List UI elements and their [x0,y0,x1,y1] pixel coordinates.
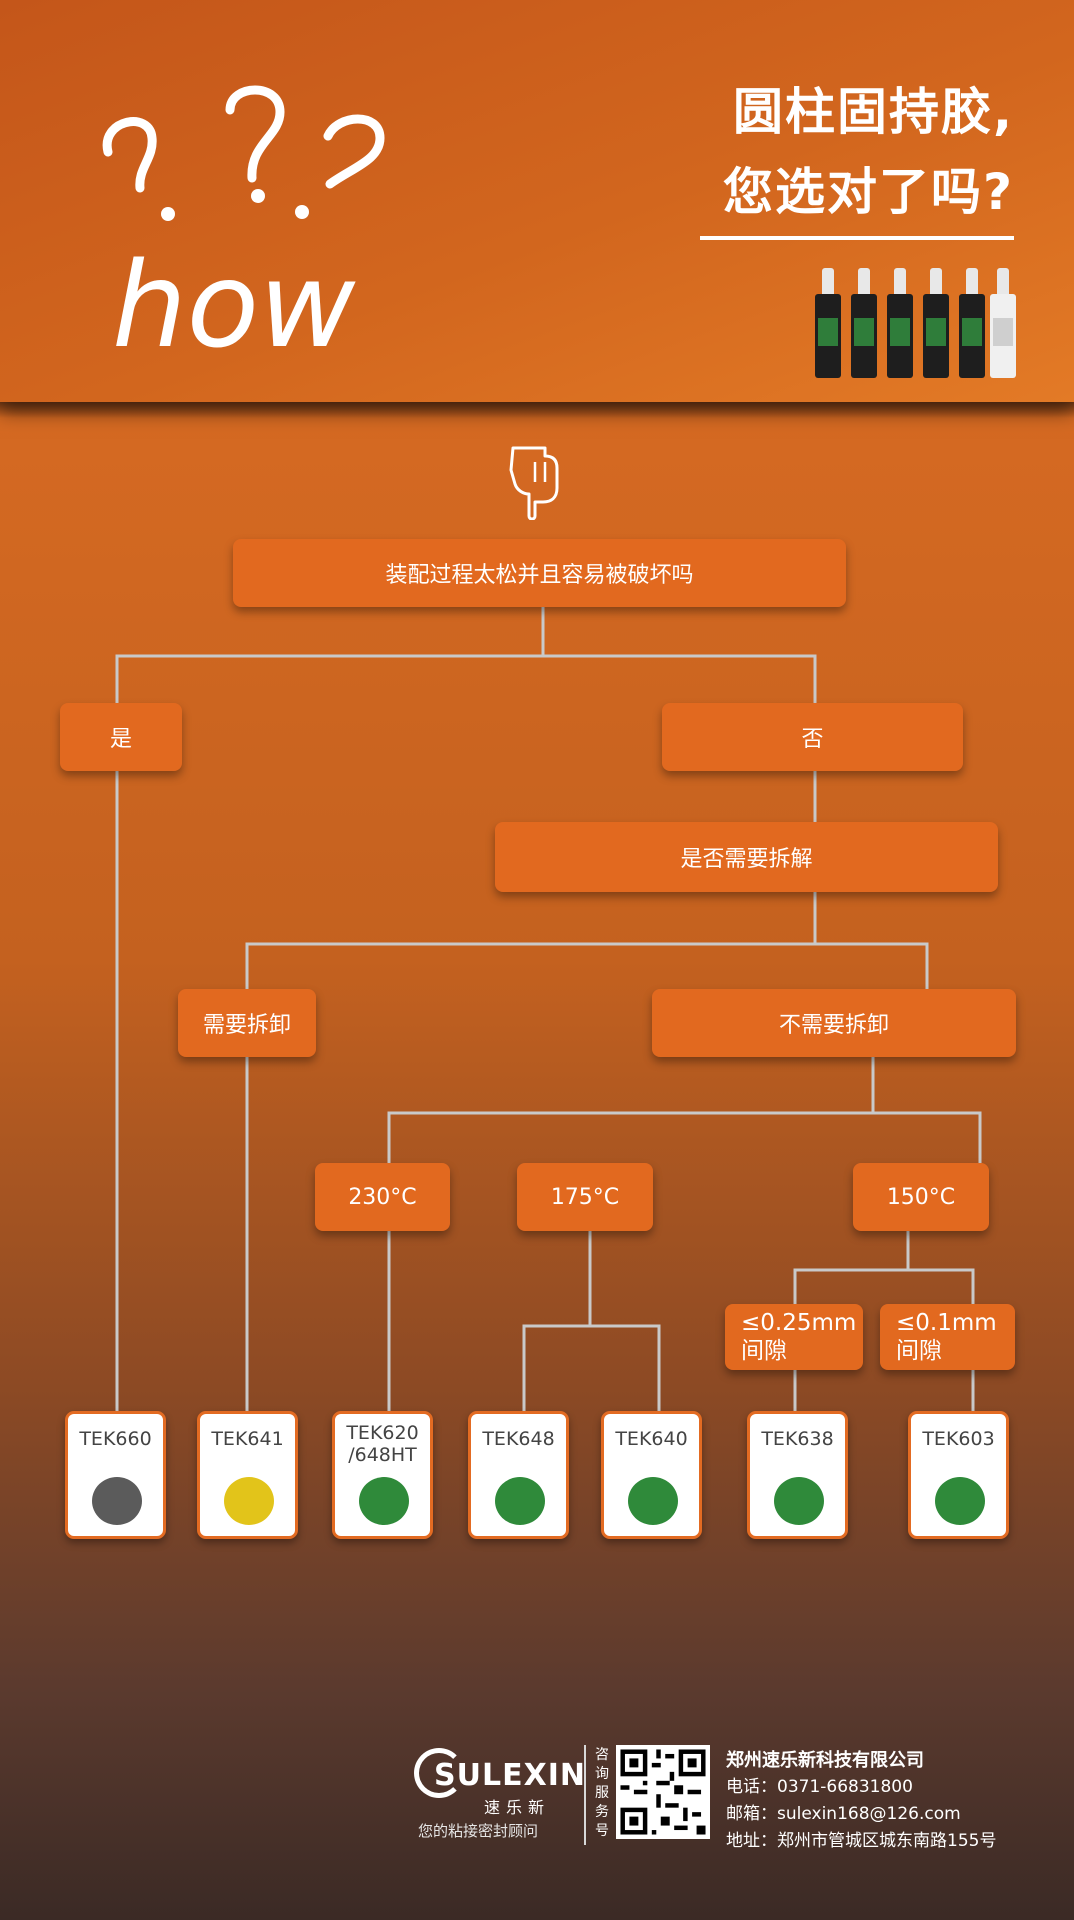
product-card-tek638: TEK638 [747,1411,848,1539]
question-doodle-icon: how [102,85,385,360]
sulexin-logo: SULEXIN 速乐新 [414,1748,586,1817]
color-swatch [359,1477,409,1525]
product-name-line2: /648HT [348,1444,417,1466]
product-name: TEK640 [615,1428,688,1450]
product-card-tek660: TEK660 [65,1411,166,1539]
company-phone: 电话：0371-66831800 [726,1777,913,1797]
product-card-tek620: TEK620 /648HT [332,1411,433,1539]
company-address: 地址：郑州市管城区城东南路155号 [726,1831,997,1851]
company-email: 邮箱：sulexin168@126.com [726,1804,961,1824]
logo-brand-cn: 速乐新 [484,1798,551,1817]
company-name: 郑州速乐新科技有限公司 [726,1750,924,1771]
footer-divider [584,1745,586,1845]
gap-01-line1: ≤0.1mm [896,1310,997,1336]
pointing-hand-icon [509,446,559,520]
color-swatch [628,1477,678,1525]
title-line-1: 圆柱固持胶, [733,83,1014,141]
color-swatch [92,1477,142,1525]
node-no-removal: 不需要拆卸 [652,989,1016,1057]
logo-brand-text: SULEXIN [434,1758,586,1793]
how-text: how [112,236,356,360]
title-divider [700,236,1014,240]
logo-ring-icon [414,1748,464,1798]
node-gap-01: ≤0.1mm 间隙 [880,1304,1015,1370]
node-temp-150: 150°C [853,1163,989,1231]
node-gap-025: ≤0.25mm 间隙 [725,1304,863,1370]
color-swatch [224,1477,274,1525]
product-card-tek603: TEK603 [908,1411,1009,1539]
gap-025-line2: 间隙 [741,1338,787,1364]
color-swatch [935,1477,985,1525]
product-card-tek641: TEK641 [197,1411,298,1539]
header-shadow [0,402,1074,418]
product-name: TEK638 [761,1428,834,1450]
product-card-tek648: TEK648 [468,1411,569,1539]
product-name-line1: TEK620 [346,1422,419,1444]
product-card-tek640: TEK640 [601,1411,702,1539]
node-temp-175: 175°C [517,1163,653,1231]
product-name: TEK648 [482,1428,555,1450]
node-disassemble-question: 是否需要拆解 [495,822,998,892]
gap-01-line2: 间隙 [896,1338,942,1364]
node-need-removal: 需要拆卸 [178,989,316,1057]
product-bottles-image [815,268,1016,378]
node-yes: 是 [60,703,182,771]
color-swatch [495,1477,545,1525]
color-swatch [774,1477,824,1525]
product-name: TEK660 [79,1428,152,1450]
title-line-2: 您选对了吗? [722,163,1014,221]
service-vertical-label: 咨询服务号 [595,1747,609,1839]
product-name: TEK641 [211,1428,284,1450]
product-name: TEK620 /648HT [335,1422,430,1466]
product-name: TEK603 [922,1428,995,1450]
node-assembly-question: 装配过程太松并且容易被破坏吗 [233,539,846,607]
gap-025-line1: ≤0.25mm [741,1310,857,1336]
node-temp-230: 230°C [315,1163,450,1231]
node-no: 否 [662,703,963,771]
qr-code-icon[interactable] [616,1745,710,1839]
slogan: 您的粘接密封顾问 [418,1822,539,1840]
